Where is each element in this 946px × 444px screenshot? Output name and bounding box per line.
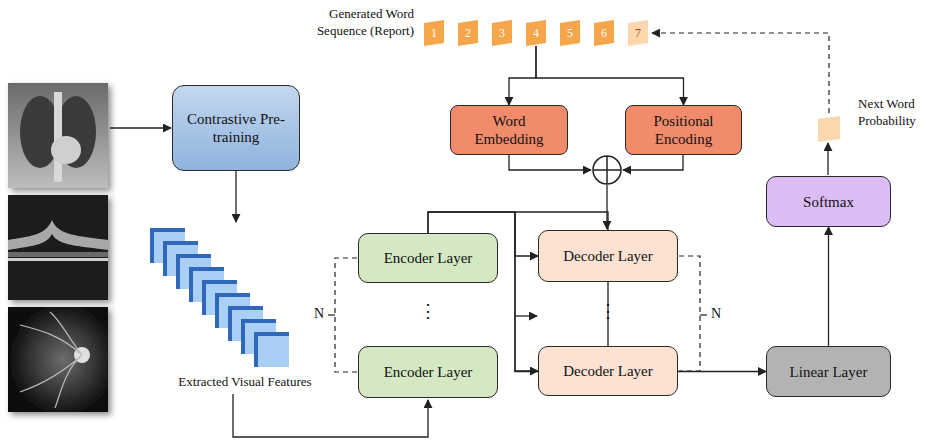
- token-number: 3: [499, 26, 505, 40]
- token-number: 4: [533, 26, 539, 40]
- token-number: 5: [567, 26, 573, 40]
- decoder-box: Decoder Layer: [538, 230, 678, 282]
- oct-image: [8, 195, 108, 300]
- encoder-box: Encoder Layer: [358, 346, 498, 398]
- word-token: 6: [594, 20, 614, 46]
- word-token: 1: [424, 20, 444, 46]
- feature-stack: [150, 228, 289, 367]
- ellipsis-mark: ⋮: [599, 300, 615, 323]
- flow-arrow: [110, 127, 171, 128]
- softmax-box: Softmax: [766, 176, 891, 227]
- linear-box: Linear Layer: [766, 346, 891, 397]
- box-label: Contrastive Pre-training: [184, 110, 288, 146]
- sequence-caption: Generated Word Sequence (Report): [290, 6, 414, 40]
- probability-caption: Next Word Probability: [858, 96, 940, 130]
- feedback-arrow: [652, 33, 829, 113]
- word-token: 7: [628, 20, 648, 46]
- flow-arrow: [233, 394, 428, 437]
- token-number: 1: [431, 26, 437, 40]
- flow-arrow: [827, 143, 828, 175]
- embedding-box: Word Embedding: [450, 105, 568, 155]
- repeat-bracket: [679, 256, 700, 371]
- flow-connector: [828, 227, 829, 346]
- decoder-box: Decoder Layer: [538, 346, 678, 396]
- ellipsis-mark: ⋮: [419, 300, 435, 323]
- flow-arrow: [509, 155, 591, 170]
- box-label: Softmax: [803, 193, 854, 211]
- box-label: Encoder Layer: [384, 363, 473, 381]
- repeat-bracket: [335, 258, 357, 372]
- box-label: Encoder Layer: [384, 249, 473, 267]
- flow-arrow: [235, 171, 236, 222]
- token-number: 7: [635, 26, 641, 40]
- flow-arrow: [515, 315, 537, 316]
- repeat-bracket: [700, 314, 707, 315]
- box-label: Linear Layer: [790, 363, 868, 381]
- sum-symbol: [593, 156, 621, 184]
- box-label: Word Embedding: [469, 112, 549, 148]
- token-number: 6: [601, 26, 607, 40]
- word-token: 3: [492, 20, 512, 46]
- flow-connector: [509, 46, 536, 105]
- word-token: 2: [458, 20, 478, 46]
- repeat-bracket: [328, 314, 335, 315]
- xray-image: [8, 83, 108, 188]
- word-token: 5: [560, 20, 580, 46]
- probability-token: [818, 116, 840, 142]
- repeat-count: N: [709, 305, 723, 323]
- encoder-box: Encoder Layer: [358, 233, 498, 283]
- features-caption: Extracted Visual Features: [140, 374, 350, 391]
- encoding-box: Positional Encoding: [625, 105, 742, 155]
- pretraining-box: Contrastive Pre-training: [172, 85, 300, 171]
- token-number: 2: [465, 26, 471, 40]
- flow-connector: [536, 46, 684, 105]
- box-label: Decoder Layer: [563, 362, 653, 380]
- flow-arrow: [623, 155, 683, 170]
- box-label: Decoder Layer: [563, 247, 653, 265]
- repeat-count: N: [312, 305, 326, 323]
- box-label: Positional Encoding: [634, 112, 734, 148]
- fundus-image: [8, 307, 108, 412]
- word-token: 4: [526, 20, 546, 46]
